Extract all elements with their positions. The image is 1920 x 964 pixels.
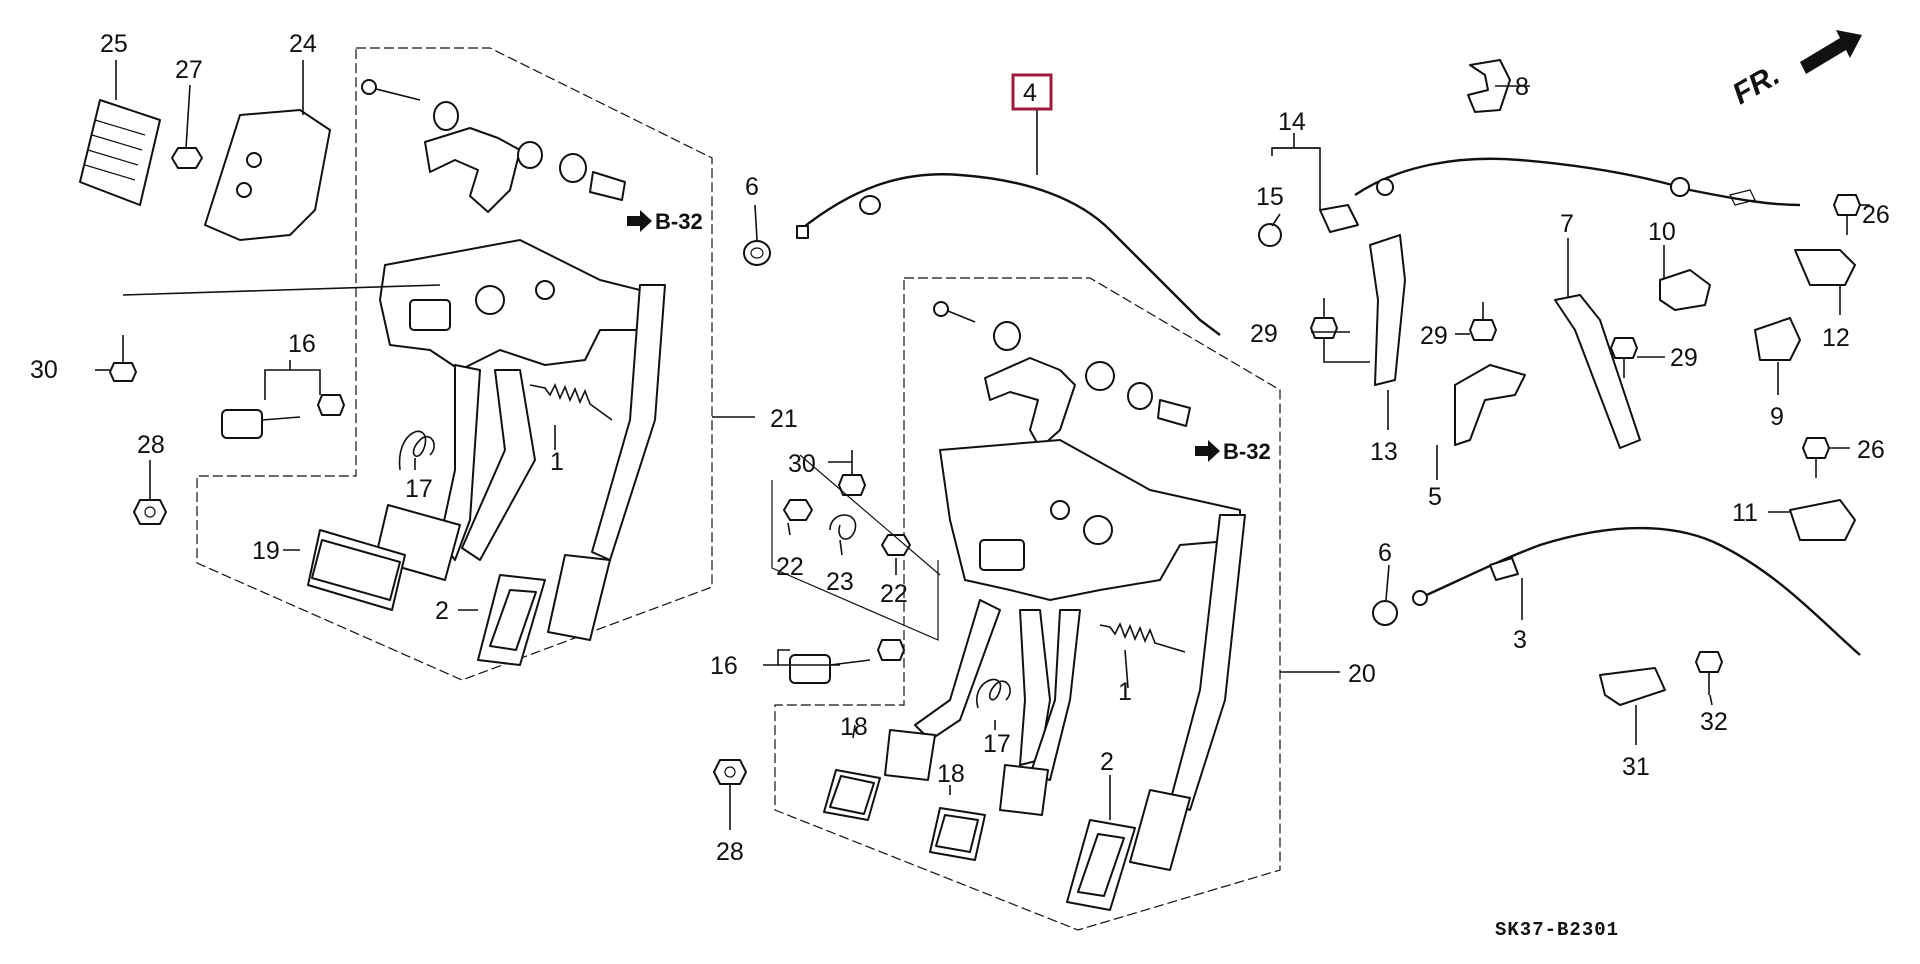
bolt-32: [1695, 651, 1723, 695]
washer-6-right: [1372, 600, 1398, 626]
callout-16-left: 16: [288, 330, 316, 358]
bolt-30-left: [95, 335, 137, 382]
reference-b32-center: B-32: [1195, 439, 1271, 464]
clip-8: [1467, 59, 1511, 113]
bracket-13: [1369, 234, 1406, 386]
cable-4: [796, 173, 1221, 336]
stopper-24: [204, 109, 331, 241]
callout-27: 27: [175, 56, 203, 84]
reference-label: B-32: [1223, 439, 1271, 464]
front-label: FR.: [1727, 58, 1785, 111]
front-arrow-icon: [1800, 30, 1862, 74]
callout-31: 31: [1622, 753, 1650, 781]
callout-13: 13: [1370, 438, 1398, 466]
right-parts: [1258, 59, 1861, 706]
callout-32: 32: [1700, 708, 1728, 736]
reference-label: B-32: [655, 209, 703, 234]
bracket-5: [1454, 364, 1526, 446]
callout-30-left: 30: [30, 356, 58, 384]
pedal-cover-25: [79, 99, 161, 206]
callout-29-a: 29: [1250, 320, 1278, 348]
callout-23: 23: [826, 568, 854, 596]
upper-bracket: [424, 127, 521, 213]
front-direction-indicator: FR.: [1727, 30, 1862, 111]
callout-28-center: 28: [716, 838, 744, 866]
highlighted-callout-4: 4: [1011, 73, 1053, 111]
callout-18-a: 18: [840, 713, 868, 741]
callout-30-center: 30: [788, 450, 816, 478]
highlight-box: [1011, 73, 1053, 111]
callout-29-b: 29: [1420, 322, 1448, 350]
callout-2-left: 2: [435, 597, 449, 625]
callout-10: 10: [1648, 218, 1676, 246]
callout-5: 5: [1428, 483, 1442, 511]
callout-19: 19: [252, 537, 280, 565]
pedal-pad-18-a: [884, 729, 936, 781]
clip-9: [1754, 317, 1801, 361]
callout-11: 11: [1732, 499, 1758, 527]
callout-3: 3: [1513, 626, 1527, 654]
callout-8: 8: [1515, 73, 1529, 101]
reference-b32-left: B-32: [627, 209, 703, 234]
callout-14: 14: [1278, 108, 1306, 136]
bolt-29-a: [1310, 298, 1338, 339]
callout-29-c: 29: [1670, 344, 1698, 372]
callout-20: 20: [1348, 660, 1376, 688]
diagram-code: SK37-B2301: [1495, 919, 1619, 941]
pedal-housing: [379, 239, 661, 371]
callout-17-center: 17: [983, 730, 1011, 758]
callout-16-center: 16: [710, 652, 738, 680]
bolt-top-left: [361, 79, 421, 101]
callout-6-left: 6: [745, 173, 759, 201]
leader-lines: [115, 60, 1870, 830]
callout-2-center: 2: [1100, 748, 1114, 776]
callout-26-a: 26: [1862, 201, 1890, 229]
bolt-29-b: [1469, 302, 1497, 341]
callout-7: 7: [1560, 210, 1574, 238]
bracket-11: [1789, 499, 1856, 541]
bushing: [433, 101, 459, 131]
callouts: 25 27 24 30 16 28 17 1 21 19 2 6 30 22 2…: [30, 30, 1890, 866]
brake-pedal-arm: [439, 364, 481, 561]
callout-12: 12: [1822, 324, 1850, 352]
bolt-29-c: [1610, 337, 1638, 378]
switch-16-left: [221, 394, 345, 439]
callout-6-right: 6: [1378, 539, 1392, 567]
callout-28-left: 28: [137, 431, 165, 459]
callout-1-left: 1: [550, 448, 564, 476]
nut-28-left: [133, 499, 167, 525]
callout-17-left: 17: [405, 475, 433, 503]
washer-6-left: [743, 240, 771, 266]
callout-22-b: 22: [880, 580, 908, 608]
callout-24: 24: [289, 30, 317, 58]
callout-22-a: 22: [776, 553, 804, 581]
bolt-26-a: [1833, 194, 1861, 235]
bracket-31: [1599, 667, 1666, 706]
nut-27: [171, 147, 203, 169]
stay-7: [1554, 294, 1641, 449]
bolt-26-b: [1802, 437, 1830, 478]
clutch-pedal-arm: [461, 369, 536, 561]
callout-9: 9: [1770, 403, 1784, 431]
clamp-10: [1659, 269, 1711, 311]
callout-21: 21: [770, 405, 798, 433]
callout-25: 25: [100, 30, 128, 58]
callout-4: 4: [1023, 79, 1037, 107]
callout-1-center: 1: [1118, 678, 1132, 706]
callout-15: 15: [1256, 183, 1284, 211]
callout-18-b: 18: [937, 760, 965, 788]
pedal-assembly-left: [79, 47, 771, 681]
callout-26-b: 26: [1857, 436, 1885, 464]
bracket-12: [1794, 249, 1856, 286]
pedal-assembly-center: [713, 277, 1281, 931]
